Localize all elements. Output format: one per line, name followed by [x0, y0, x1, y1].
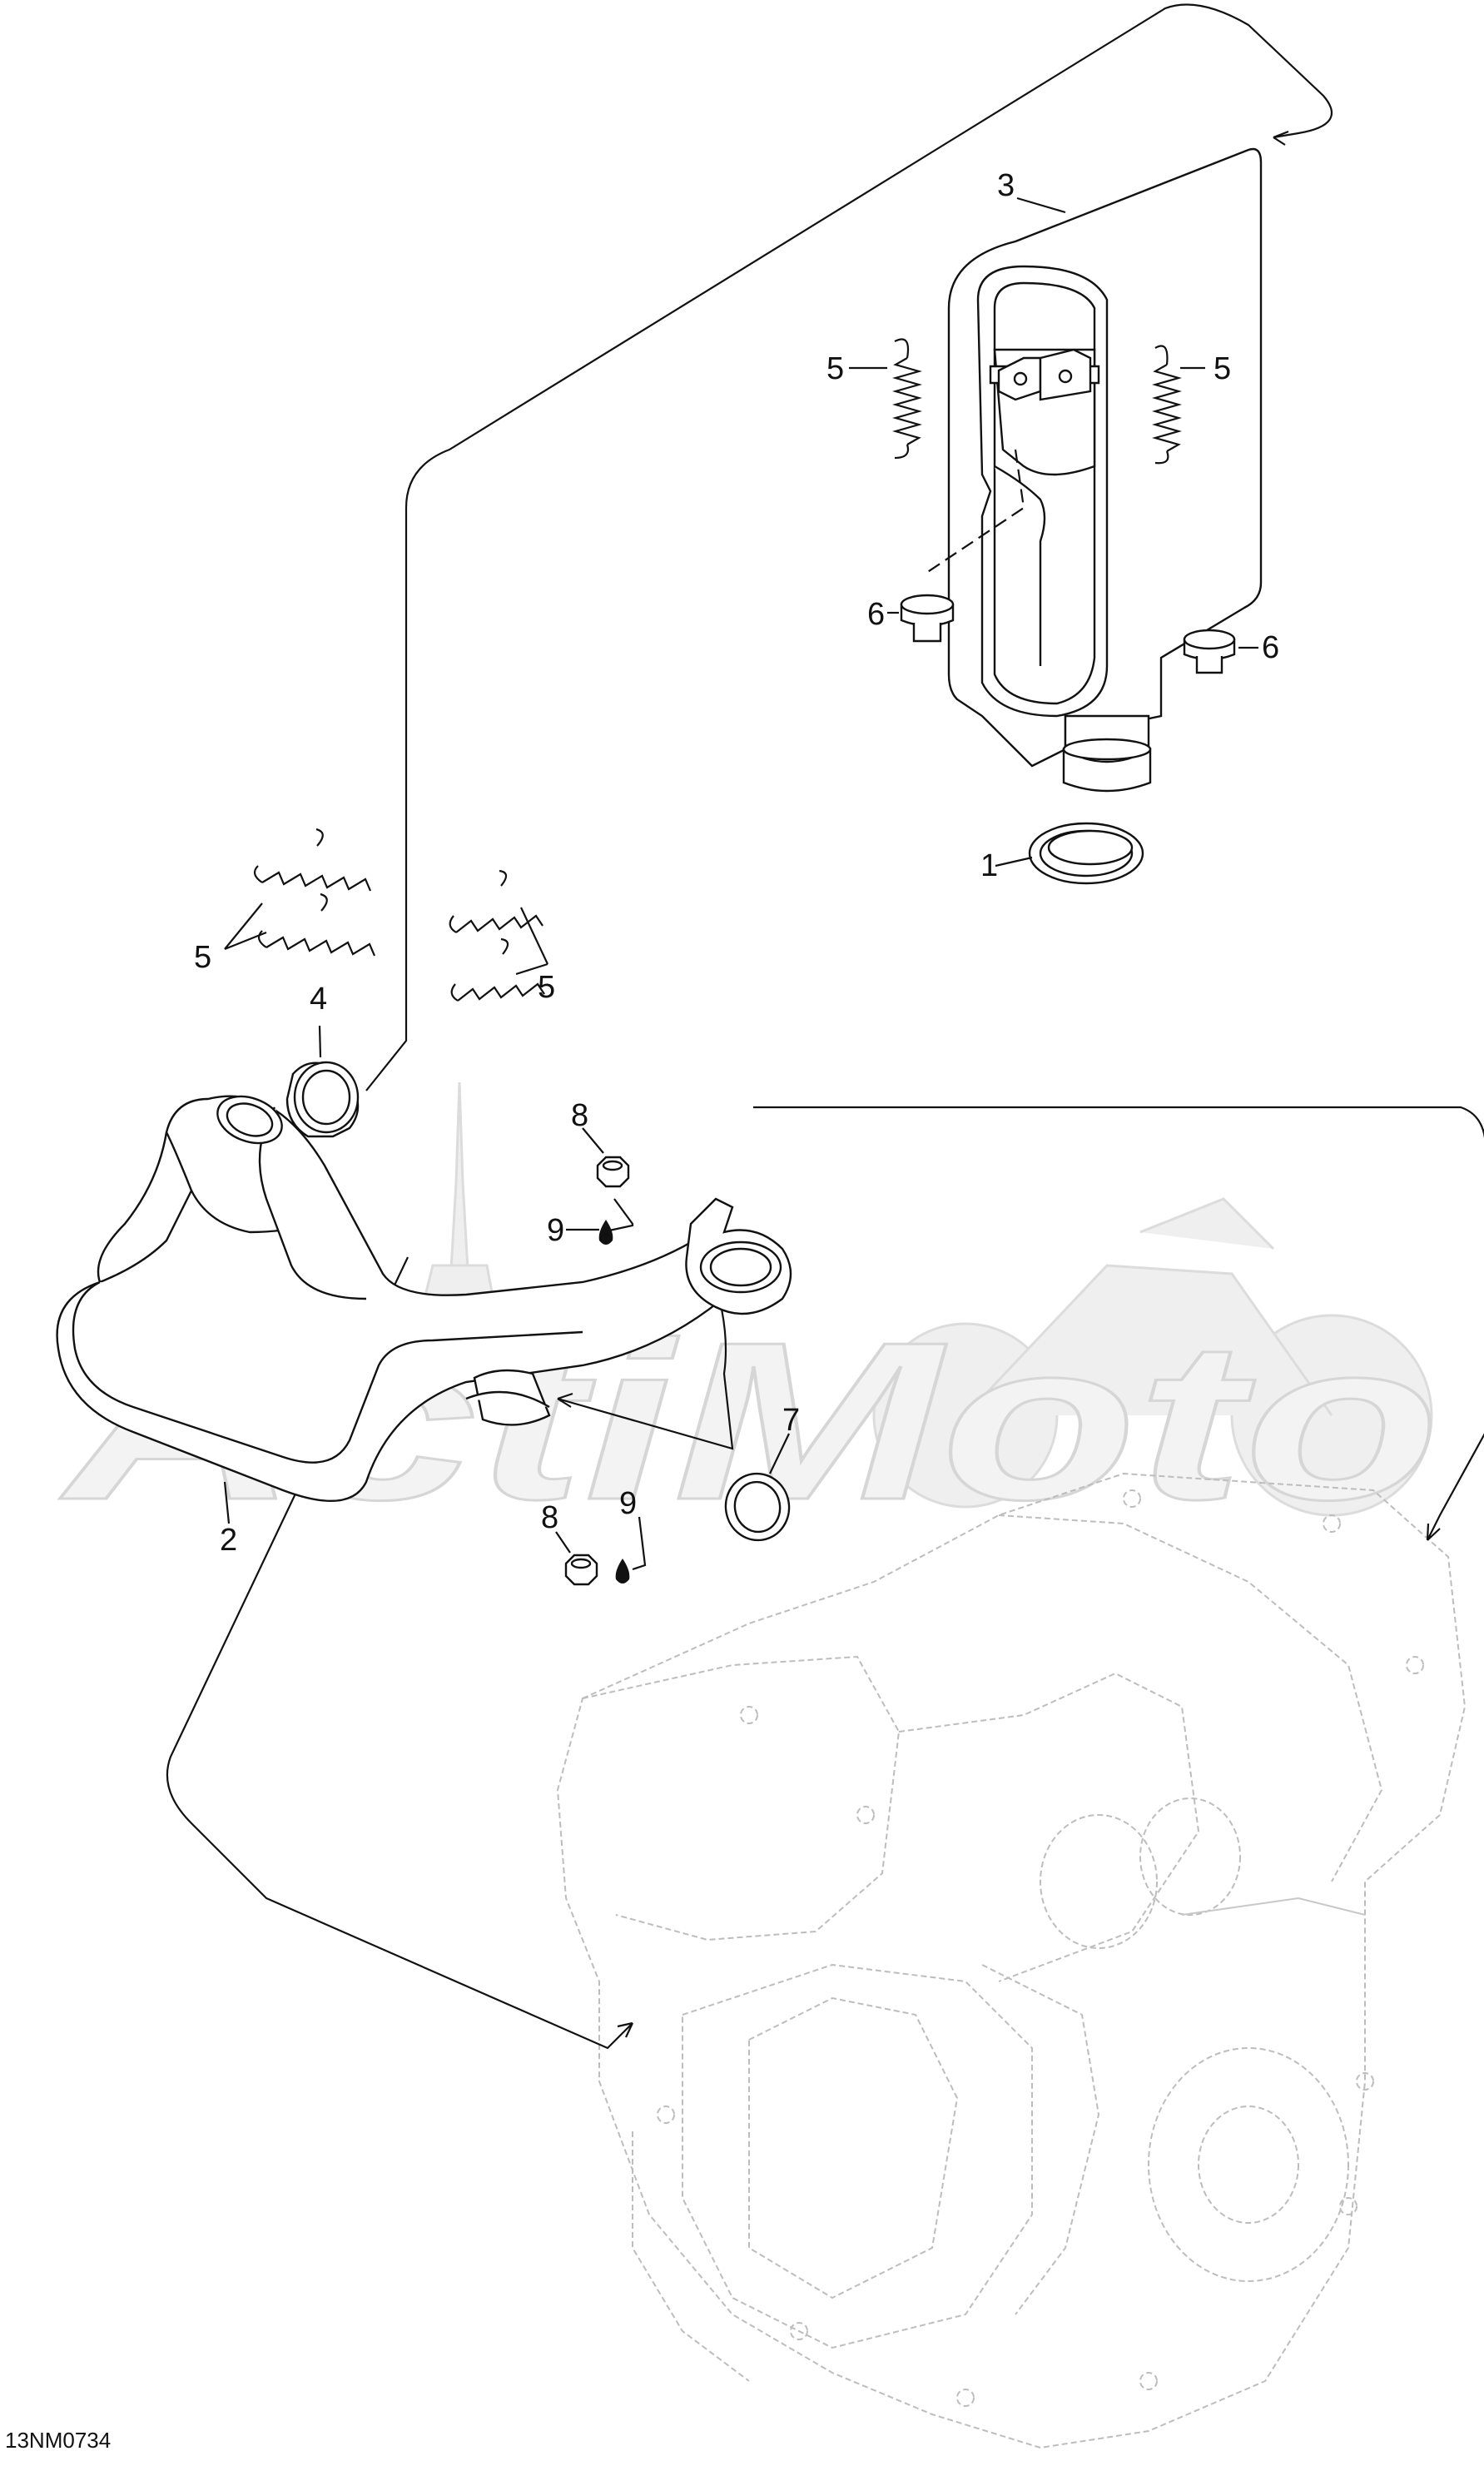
- spring-upper-right: [449, 869, 543, 933]
- gasket-exhaust-port: [724, 1472, 791, 1542]
- callout-5-muffler-left: 5: [826, 351, 844, 386]
- callout-9-upper: 9: [547, 1213, 564, 1248]
- grommet-left: [900, 594, 955, 643]
- callout-6-left: 6: [867, 597, 885, 632]
- pointer-lines: [166, 3, 1484, 2050]
- spring-muffler-right: [1151, 345, 1183, 465]
- callout-1: 1: [980, 848, 998, 883]
- callout-6-right: 6: [1262, 630, 1279, 665]
- gasket-headpipe-outlet: [285, 1061, 360, 1138]
- lubricant-drop-lower: [615, 1559, 630, 1584]
- nut-upper: [596, 1156, 630, 1188]
- grommet-right: [1183, 629, 1236, 674]
- engine-assembly: [556, 1472, 1467, 2449]
- spring-muffler-left: [891, 338, 923, 460]
- leader-lines: [223, 196, 1258, 1571]
- callout-2: 2: [220, 1523, 237, 1558]
- headpipe-flange: [685, 1197, 792, 1315]
- callout-3: 3: [997, 168, 1015, 203]
- callout-7: 7: [782, 1403, 800, 1438]
- callout-5-muffler-right: 5: [1214, 351, 1231, 386]
- callout-5-upper-right: 5: [538, 970, 555, 1005]
- watermark-motorcycle: [872, 1197, 1433, 1517]
- lubricant-drop-upper: [598, 1220, 613, 1245]
- spring-upper-left: [253, 828, 372, 892]
- head-pipe: [56, 1095, 734, 1503]
- spring-lower-left: [257, 892, 376, 957]
- callout-4: 4: [310, 982, 327, 1017]
- callout-8-lower: 8: [541, 1500, 558, 1535]
- muffler: [923, 147, 1263, 793]
- callout-5-upper-left: 5: [194, 940, 211, 975]
- callout-9-lower: 9: [619, 1486, 637, 1521]
- nut-lower: [564, 1554, 598, 1586]
- document-id: 13NM0734: [5, 2428, 112, 2453]
- callout-8-upper: 8: [571, 1098, 588, 1133]
- callouts: 3 5 5 6 6 1 5 5 4 8 9 7 2 8 9: [194, 168, 1279, 1558]
- spring-lower-right: [450, 937, 545, 1002]
- gasket-muffler: [1028, 822, 1144, 885]
